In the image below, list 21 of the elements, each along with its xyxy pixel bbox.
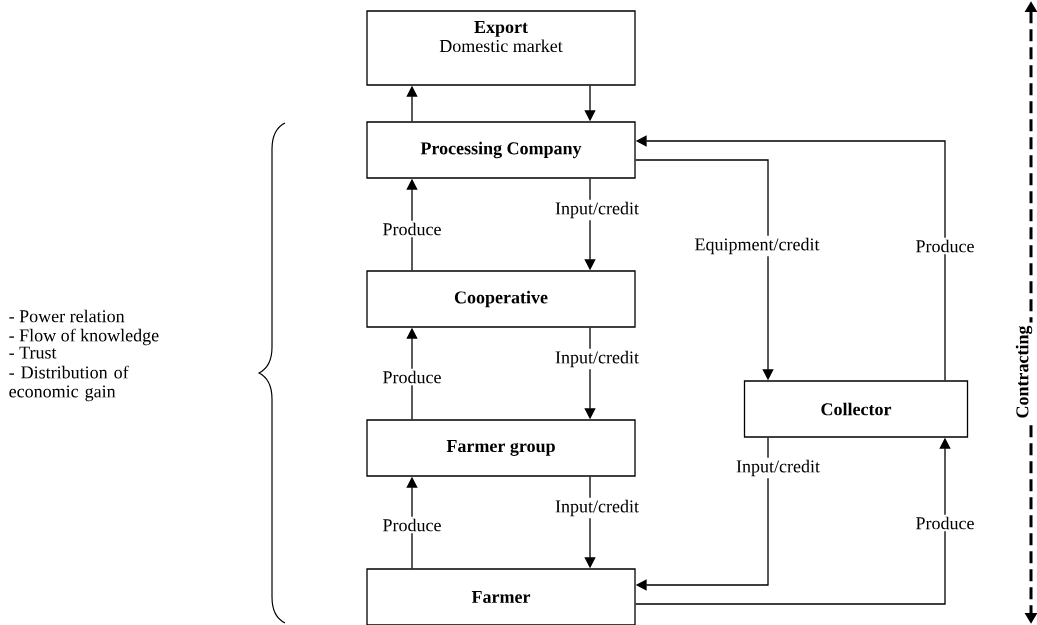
process-box: Processing Company [366, 121, 636, 179]
process-box: Farmer [366, 568, 636, 625]
edge-label: Produce [380, 516, 444, 534]
edge-label: Input/credit [553, 348, 641, 370]
edge-label: Produce [913, 237, 977, 255]
list-item: - Power relation [9, 309, 125, 323]
list-item: - Distribution of economic gain [9, 365, 129, 402]
process-box: Export Domestic market [366, 10, 636, 86]
edge-label: Produce [380, 220, 444, 238]
axis-label: Contracting [1012, 322, 1036, 422]
process-box: Farmer group [366, 419, 636, 477]
edge-label: Input/credit [734, 457, 822, 479]
list-item: - Flow of knowledge [9, 328, 159, 346]
edge-label: Produce [913, 514, 977, 532]
process-box: Cooperative [366, 270, 636, 328]
edge-label: Input/credit [553, 497, 641, 519]
process-box: Collector [743, 380, 969, 438]
edge-label: Input/credit [553, 199, 641, 221]
edge-label: Produce [380, 368, 444, 386]
edge-label: Equipment/credit [692, 235, 822, 257]
list-item: - Trust [9, 346, 57, 359]
